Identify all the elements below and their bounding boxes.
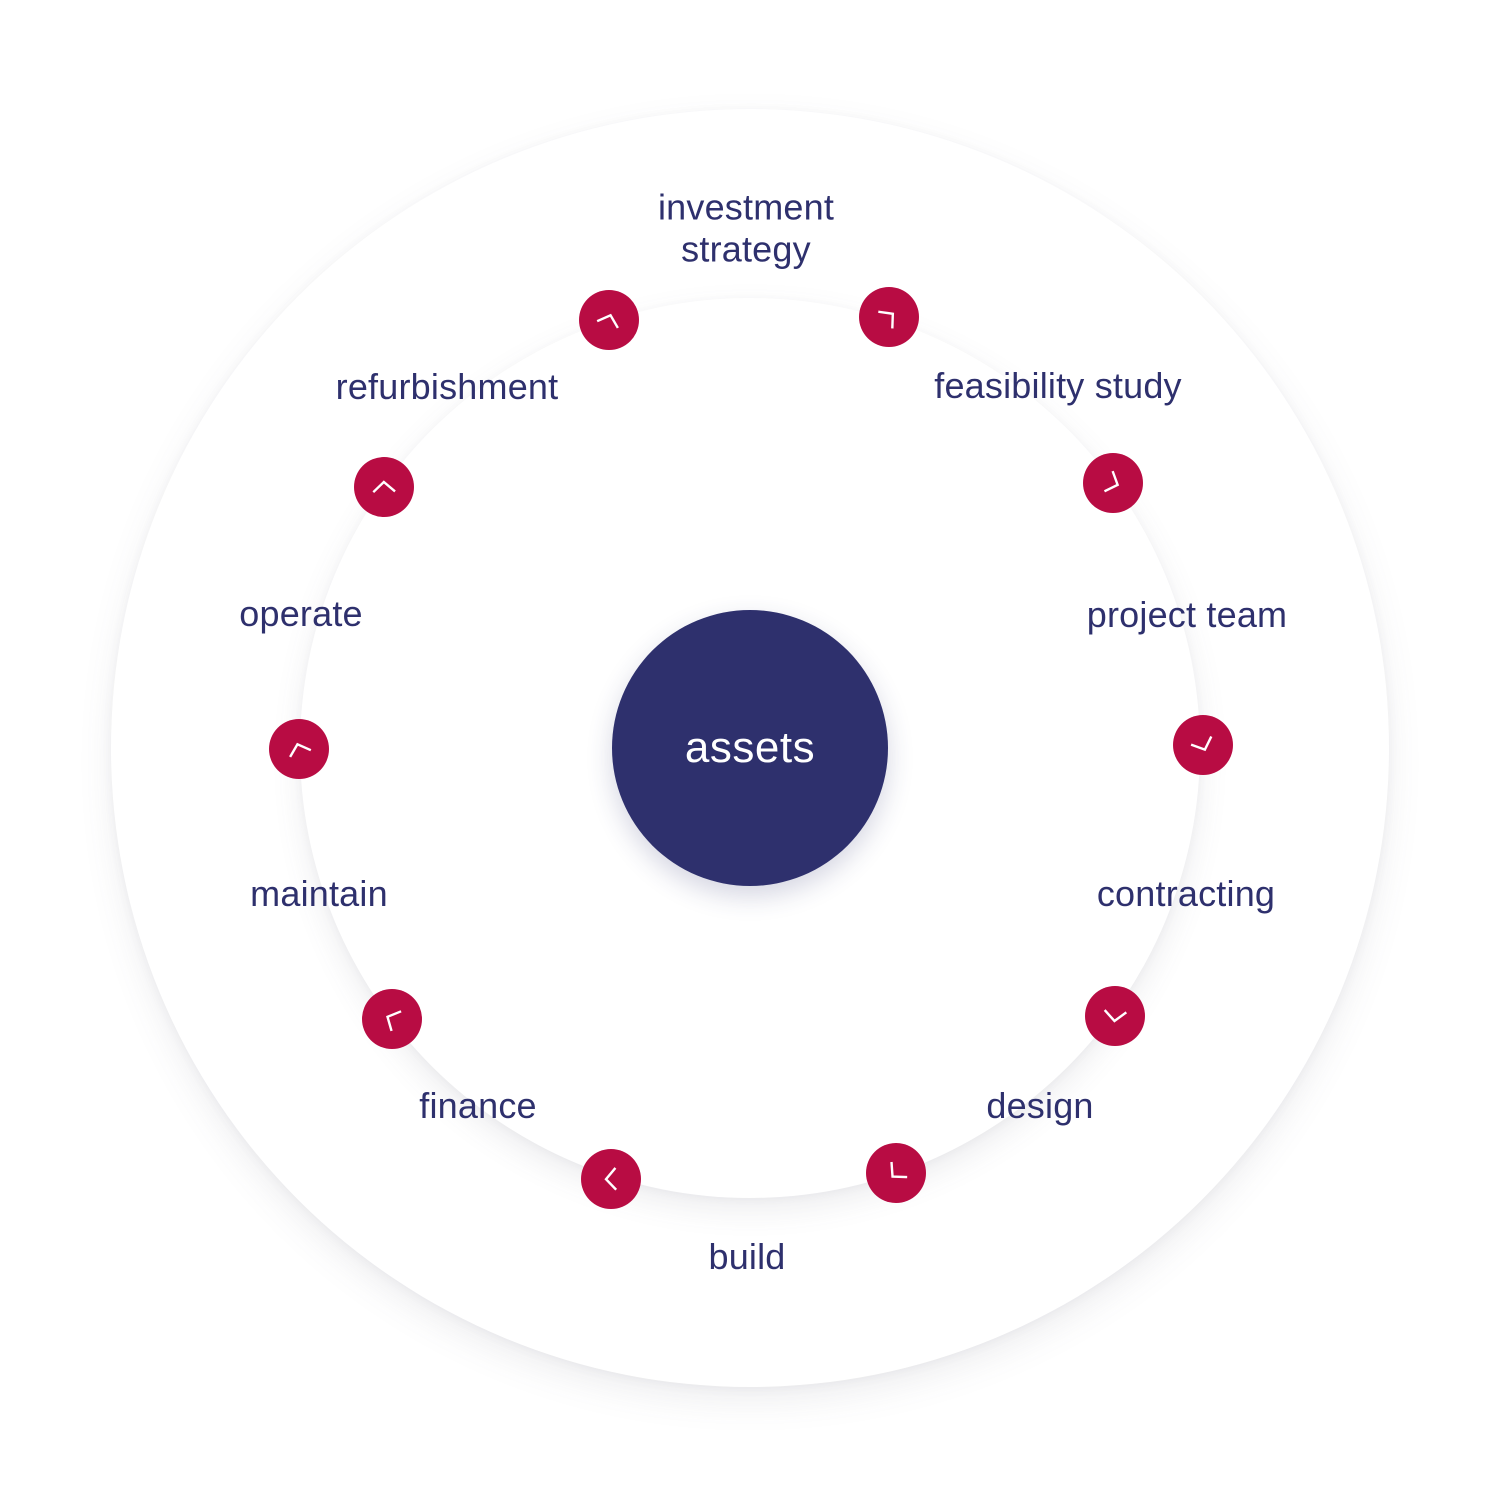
stage-label-project-team: project team xyxy=(1086,593,1288,635)
stage-label-finance: finance xyxy=(419,1084,537,1126)
chevron-icon xyxy=(372,480,396,494)
stage-label-design: design xyxy=(986,1084,1094,1126)
chevron-icon xyxy=(596,313,619,329)
center-hub[interactable]: assets xyxy=(612,610,888,886)
chevron-icon xyxy=(878,310,895,329)
stage-badge-operate[interactable] xyxy=(269,719,329,779)
chevron-icon xyxy=(1103,1009,1128,1023)
stage-label-maintain: maintain xyxy=(250,872,388,914)
chevron-icon xyxy=(1103,470,1120,493)
stage-label-refurbishment: refurbishment xyxy=(335,365,559,407)
stage-badge-investment-strategy[interactable] xyxy=(579,290,639,350)
stage-badge-build[interactable] xyxy=(866,1143,926,1203)
chevron-icon xyxy=(1190,735,1213,752)
stage-badge-contracting[interactable] xyxy=(1173,715,1233,775)
chevron-icon xyxy=(289,742,312,758)
chevron-icon xyxy=(386,1010,402,1032)
stage-label-feasibility-study: feasibility study xyxy=(934,364,1182,406)
chevron-icon xyxy=(604,1167,618,1191)
stage-badge-refurbishment[interactable] xyxy=(354,457,414,517)
chevron-icon xyxy=(890,1161,908,1179)
stage-badge-maintain[interactable] xyxy=(362,989,422,1049)
center-hub-label: assets xyxy=(684,723,816,772)
stage-badge-design[interactable] xyxy=(1085,986,1145,1046)
stage-badge-finance[interactable] xyxy=(581,1149,641,1209)
stage-badge-project-team[interactable] xyxy=(1083,453,1143,513)
stage-badge-feasibility-study[interactable] xyxy=(859,287,919,347)
stage-label-contracting: contracting xyxy=(1096,872,1276,914)
stage-label-investment-strategy: investment strategy xyxy=(657,186,835,270)
stage-label-operate: operate xyxy=(239,592,363,634)
stage-label-build: build xyxy=(708,1235,786,1277)
